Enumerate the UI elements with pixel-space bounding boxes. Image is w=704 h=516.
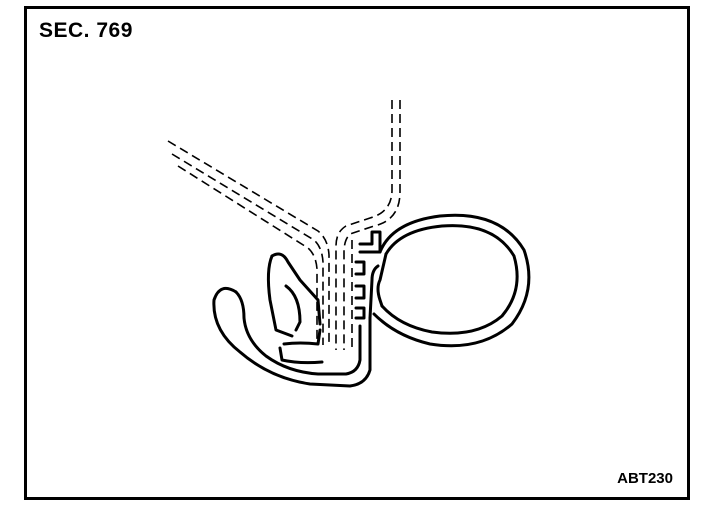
diagram-frame: SEC. 769 ABT230 — [24, 6, 690, 500]
door-panel-dashed — [167, 140, 330, 345]
weatherstrip-profile — [212, 213, 531, 388]
figure-code: ABT230 — [617, 470, 673, 487]
body-flange-dashed — [335, 100, 401, 350]
section-label: SEC. 769 — [39, 19, 133, 42]
